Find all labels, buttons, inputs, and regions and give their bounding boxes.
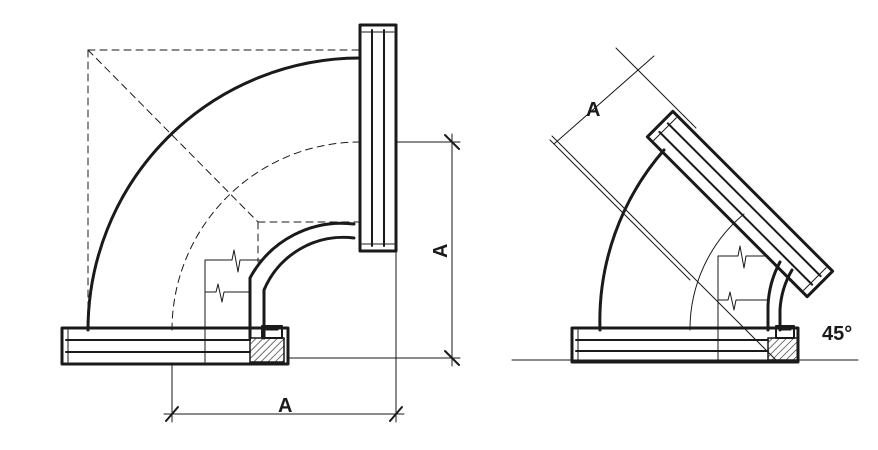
- elbow-45-view: A 45°: [511, 47, 859, 364]
- flange-angled: [645, 109, 835, 299]
- label-a-horizontal: A: [278, 395, 292, 417]
- construction-lines: [87, 49, 361, 331]
- label-a-angled: A: [586, 99, 600, 121]
- dimension-angled: [549, 47, 697, 281]
- section-cutaway: [204, 249, 285, 363]
- flange-vertical: [358, 23, 398, 253]
- dimension-horizontal: [163, 250, 405, 423]
- label-angle-45: 45°: [822, 323, 852, 345]
- elbow-45-body: [598, 148, 794, 332]
- elbow-90-body: [86, 56, 362, 340]
- flange-horizontal-45: [570, 326, 800, 364]
- elbow-90-view: A A: [60, 23, 461, 423]
- center-lines: [551, 135, 777, 361]
- label-a-vertical: A: [430, 244, 452, 258]
- section-cutaway-45: [717, 245, 799, 361]
- dimension-vertical: [287, 133, 461, 367]
- flange-horizontal: [60, 326, 290, 366]
